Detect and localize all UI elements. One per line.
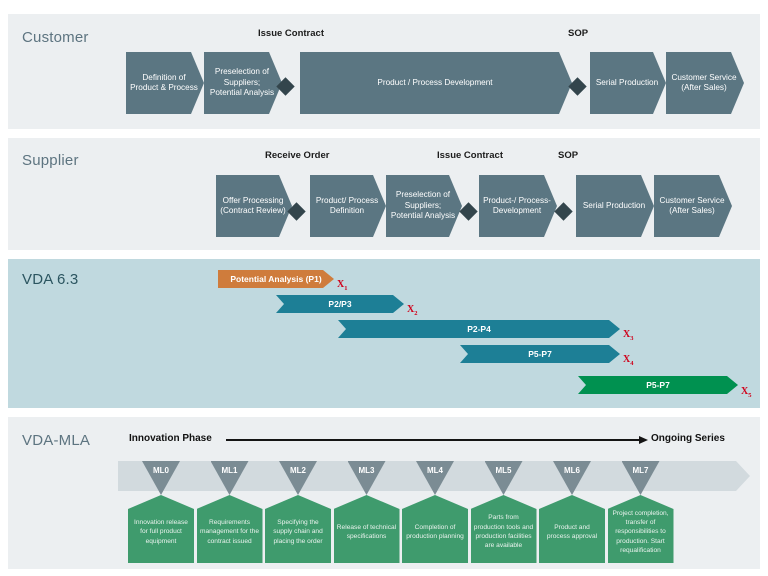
process-step-label: Customer Service (After Sales) — [659, 195, 725, 215]
vda63-bar[interactable]: P5-P7 — [578, 376, 738, 394]
audit-marker: X3 — [623, 329, 633, 342]
process-step[interactable]: Serial Production — [590, 52, 666, 114]
audit-marker-index: 2 — [414, 310, 418, 317]
audit-marker: X1 — [337, 279, 347, 292]
milestone-card-text: Specifying the supply chain and placing … — [273, 518, 323, 545]
customer-panel-title: Customer — [22, 29, 89, 46]
milestone-card[interactable]: Innovation release for full product equi… — [128, 495, 194, 563]
milestone-card[interactable]: Product and process approval — [539, 495, 605, 563]
milestone-card[interactable]: Project completion, transfer of responsi… — [607, 495, 674, 563]
audit-marker-index: 1 — [344, 285, 348, 292]
audit-marker-letter: X — [623, 329, 631, 340]
milestone-card-text: Requirements management for the contract… — [199, 518, 259, 545]
milestone-card[interactable]: Specifying the supply chain and placing … — [265, 495, 331, 563]
milestone-card-text: Completion of production planning — [406, 523, 464, 540]
process-step-label: Serial Production — [595, 77, 659, 87]
process-step[interactable]: Definition of Product & Process — [126, 52, 204, 114]
milestone-card-text: Innovation release for full product equi… — [134, 518, 188, 545]
vda63-panel-title: VDA 6.3 — [22, 271, 79, 288]
milestone-card[interactable]: Parts from production tools and producti… — [470, 495, 537, 563]
process-step-label: Serial Production — [582, 200, 646, 210]
process-step[interactable]: Product/ Process Definition — [310, 175, 386, 237]
milestone-card-text: Parts from production tools and producti… — [473, 514, 534, 550]
milestone-caption: SOP — [568, 28, 589, 39]
milestone-card-text: Release of technical specifications — [336, 523, 397, 540]
process-step[interactable]: Customer Service (After Sales) — [666, 52, 744, 114]
process-step-label: Definition of Product & Process — [130, 72, 198, 92]
milestone-caption: Receive Order — [265, 150, 330, 161]
phase-progress-line — [226, 439, 639, 441]
audit-marker-letter: X — [623, 354, 631, 365]
audit-marker: X5 — [741, 386, 751, 399]
vda63-bar[interactable]: P2/P3 — [276, 295, 404, 313]
process-step-label: Preselection of Suppliers; Potential Ana… — [390, 190, 456, 221]
audit-marker-index: 3 — [630, 335, 634, 342]
audit-marker: X2 — [407, 304, 417, 317]
audit-marker-letter: X — [337, 279, 345, 290]
milestone-caption: Issue Contract — [437, 150, 503, 161]
innovation-phase-label: Innovation Phase — [129, 433, 212, 444]
audit-marker-index: 5 — [748, 392, 752, 399]
process-step-label: Product / Process Development — [377, 77, 493, 87]
phase-arrow-icon — [639, 435, 648, 444]
milestone-card[interactable]: Requirements management for the contract… — [196, 495, 263, 563]
vdamla-panel-title: VDA-MLA — [22, 432, 91, 449]
vda63-bar[interactable]: P2-P4 — [338, 320, 620, 338]
audit-marker-letter: X — [741, 386, 749, 397]
process-step[interactable]: Offer Processing (Contract Review) — [216, 175, 292, 237]
process-step[interactable]: Preselection of Suppliers; Potential Ana… — [204, 52, 282, 114]
process-step[interactable]: Serial Production — [576, 175, 654, 237]
milestone-card-text: Project completion, transfer of responsi… — [612, 509, 669, 555]
process-step-label: Offer Processing (Contract Review) — [220, 195, 286, 215]
process-step[interactable]: Customer Service (After Sales) — [654, 175, 732, 237]
process-step-label: Product/ Process Definition — [315, 195, 379, 215]
audit-marker-letter: X — [407, 304, 415, 315]
process-step-label: Customer Service (After Sales) — [671, 72, 737, 92]
milestone-caption: Issue Contract — [258, 28, 324, 39]
process-step-label: Preselection of Suppliers; Potential Ana… — [209, 67, 275, 98]
process-step[interactable]: Preselection of Suppliers; Potential Ana… — [386, 175, 462, 237]
milestone-card-text: Product and process approval — [546, 523, 598, 540]
process-step[interactable]: Product-/ Process-Development — [479, 175, 557, 237]
audit-marker-index: 4 — [630, 360, 634, 367]
milestone-card[interactable]: Completion of production planning — [402, 495, 468, 563]
ongoing-series-label: Ongoing Series — [651, 433, 725, 444]
process-step-label: Product-/ Process-Development — [483, 195, 551, 215]
vda63-bar[interactable]: Potential Analysis (P1) — [218, 270, 334, 288]
milestone-caption: SOP — [558, 150, 579, 161]
vda63-bar[interactable]: P5-P7 — [460, 345, 620, 363]
audit-marker: X4 — [623, 354, 633, 367]
supplier-panel-title: Supplier — [22, 152, 79, 169]
milestone-card[interactable]: Release of technical specifications — [333, 495, 400, 563]
process-step[interactable]: Product / Process Development — [300, 52, 572, 114]
